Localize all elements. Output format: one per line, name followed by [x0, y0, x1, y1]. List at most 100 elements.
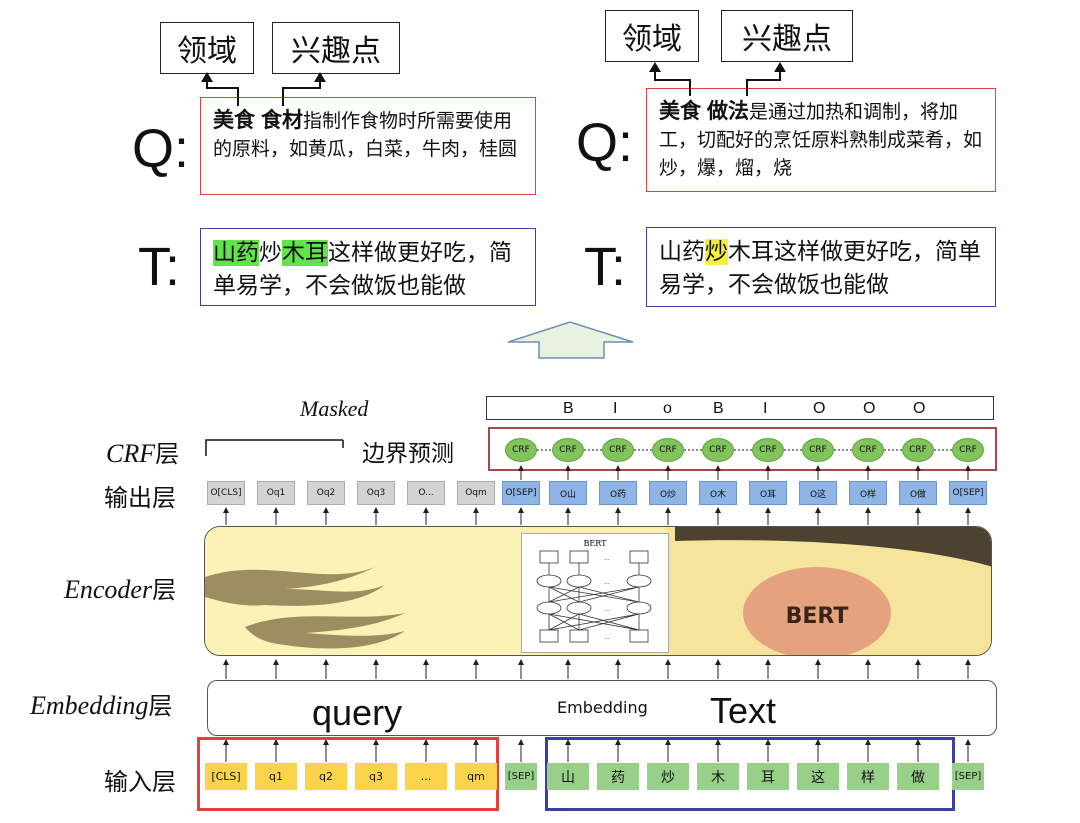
bert-ellipsis: ...: [604, 606, 610, 613]
right-interest-tag: 兴趣点: [721, 10, 853, 62]
embedding-layer-label: Embedding层: [30, 691, 173, 720]
left-interest-connector: [282, 80, 321, 106]
bert-inner-figure: BERT ............: [521, 533, 669, 653]
bert-inner-title: BERT: [584, 539, 608, 548]
left-domain-tag: 领域: [160, 22, 254, 74]
right-query-box: 美食 做法是通过加热和调制，将加工，切配好的烹饪原料熟制成菜肴，如炒，爆，熘，烧: [646, 88, 996, 192]
crf-chain-links: [537, 449, 952, 451]
right-t-letter: T:: [584, 237, 627, 297]
left-text-box: 山药炒木耳这样做更好吃，简单易学，不会做饭也能做: [200, 228, 536, 306]
crf-node-1: CRF: [505, 438, 537, 462]
input-cell-text-7: 样: [847, 763, 889, 790]
top-connectors: [201, 62, 786, 359]
crf-node-4: CRF: [652, 438, 684, 462]
embedding-block: [207, 680, 997, 736]
tag-label-7: O: [863, 400, 876, 417]
bert-ellipsis: ...: [604, 634, 610, 641]
bert-connections: [548, 613, 640, 631]
output-cell-query-6: Oqm: [457, 481, 495, 505]
crf-node-5: CRF: [702, 438, 734, 462]
input-layer-label: 输入层: [104, 768, 176, 796]
right-text-box: 山药炒木耳这样做更好吃，简单易学，不会做饭也能做: [646, 227, 996, 307]
input-cell-text-6: 这: [797, 763, 839, 790]
output-cell-text-9: O做: [899, 481, 937, 505]
left-query-box: 美食 食材指制作食物时所需要使用的原料，如黄瓜，白菜，牛肉，桂圆: [200, 97, 536, 195]
tag-label-1: B: [563, 400, 574, 417]
crf-node-3: CRF: [602, 438, 634, 462]
boundary-prediction-label: 边界预测: [362, 441, 454, 467]
output-cell-text-5: O木: [699, 481, 737, 505]
tag-label-4: B: [713, 400, 724, 417]
output-cell-query-3: Oq2: [307, 481, 345, 505]
right-interest-connector: [746, 70, 781, 96]
output-cell-query-1: O[CLS]: [207, 481, 245, 505]
input-cell-text-5: 耳: [747, 763, 789, 790]
flame-shape-1: [205, 567, 385, 606]
encoder-block: BERT BERT ............: [204, 526, 992, 656]
input-cell-query-5: ...: [405, 763, 447, 790]
tag-label-2: I: [613, 400, 618, 417]
output-layer-label: 输出层: [104, 484, 176, 512]
bert-ellipsis: ...: [604, 579, 610, 586]
right-domain-arrowhead: [649, 62, 661, 72]
crf-node-8: CRF: [852, 438, 884, 462]
crf-node-2: CRF: [552, 438, 584, 462]
crf-layer-label: CRF层: [106, 439, 180, 468]
input-cell-sep-1: [SEP]: [505, 763, 537, 790]
tag-label-3: o: [663, 400, 672, 417]
left-domain-arrowhead: [201, 72, 213, 82]
left-t-letter: T:: [138, 237, 181, 297]
input-cell-query-2: q1: [255, 763, 297, 790]
bert-connections: [548, 563, 640, 575]
crf-frame: [488, 427, 997, 471]
output-cell-text-8: O样: [849, 481, 887, 505]
right-interest-arrowhead: [774, 62, 786, 72]
query-input-frame: [197, 737, 499, 811]
tag-label-8: O: [913, 400, 926, 417]
output-cell-text-3: O药: [599, 481, 637, 505]
output-cell-text-7: O这: [799, 481, 837, 505]
brow-shape: [675, 527, 991, 567]
encoder-illustration: BERT: [205, 527, 991, 655]
output-cell-text-6: O耳: [749, 481, 787, 505]
bert-nose: [743, 567, 891, 655]
input-cell-text-4: 木: [697, 763, 739, 790]
right-domain-tag: 领域: [605, 10, 699, 62]
right-domain-connector: [654, 70, 691, 96]
tag-label-6: O: [813, 400, 826, 417]
left-interest-arrowhead: [314, 72, 326, 82]
embedding-text-label: Text: [710, 690, 777, 731]
input-cell-query-1: [CLS]: [205, 763, 247, 790]
output-cell-query-5: O...: [407, 481, 445, 505]
tag-sequence-frame: [486, 396, 994, 420]
crf-node-9: CRF: [902, 438, 934, 462]
input-cell-sep-2: [SEP]: [952, 763, 984, 790]
output-cell-query-4: Oq3: [357, 481, 395, 505]
input-cell-text-8: 做: [897, 763, 939, 790]
left-q-letter: Q:: [132, 119, 190, 179]
right-q-letter: Q:: [576, 113, 634, 173]
input-cell-text-1: 山: [547, 763, 589, 790]
input-cell-text-3: 炒: [647, 763, 689, 790]
output-cell-query-2: Oq1: [257, 481, 295, 505]
output-cell-text-4: O炒: [649, 481, 687, 505]
input-cell-query-6: qm: [455, 763, 497, 790]
up-arrow: [507, 321, 634, 359]
output-cell-text-1: O[SEP]: [502, 481, 540, 505]
output-cell-text-10: O[SEP]: [949, 481, 987, 505]
input-cell-query-4: q3: [355, 763, 397, 790]
masked-label: Masked: [300, 396, 369, 421]
encoder-layer-label: Encoder层: [64, 575, 177, 604]
embedding-center-label: Embedding: [557, 698, 648, 717]
crf-node-6: CRF: [752, 438, 784, 462]
left-interest-tag: 兴趣点: [272, 22, 400, 74]
masked-bracket: [205, 439, 344, 456]
left-domain-connector: [206, 80, 239, 106]
output-cell-text-2: O山: [549, 481, 587, 505]
embedding-query-label: query: [312, 692, 403, 733]
bert-logo-text: BERT: [786, 604, 849, 629]
bert-connections: [548, 586, 640, 603]
tag-label-5: I: [763, 400, 768, 417]
crf-node-10: CRF: [952, 438, 984, 462]
